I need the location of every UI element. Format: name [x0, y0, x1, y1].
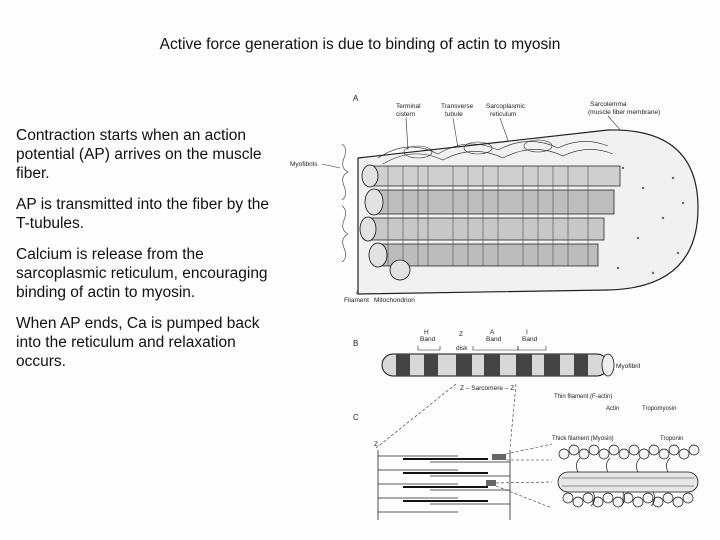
muscle-fiber-diagram: A Terminal cistern Transverse tubule Sar…	[290, 94, 700, 520]
bullet-item: Calcium is release from the sarcoplasmic…	[16, 246, 268, 301]
muscle-fiber-illustration	[357, 129, 699, 295]
bullet-item: Contraction starts when an action potent…	[16, 127, 262, 182]
bullet-item: AP is transmitted into the fiber by the …	[16, 196, 270, 232]
actin-myosin-illustration	[557, 444, 700, 508]
label-actin: Actin	[606, 406, 619, 412]
label-i-band: Band	[522, 336, 538, 343]
label-transverse: Transverse	[441, 103, 474, 110]
label-tubules: tubule	[445, 111, 463, 118]
label-a: A	[490, 329, 495, 336]
label-tropomyosin: Tropomyosin	[642, 406, 676, 412]
panel-b-letter: B	[353, 339, 358, 348]
label-sarcoplasmic: Sarcoplasmic	[486, 103, 526, 110]
label-z: Z	[459, 331, 463, 338]
label-i: I	[526, 329, 528, 336]
label-myofibril: Myofibril	[616, 363, 641, 370]
sarcomere-illustration	[377, 450, 511, 520]
label-a-band: Band	[486, 336, 502, 343]
label-sarcolemma: Sarcolemma	[590, 101, 627, 108]
label-mitochondrion: Mitochondrion	[374, 297, 415, 304]
label-thin-filament: Thin filament (F-actin)	[554, 394, 612, 400]
label-troponin: Troponin	[660, 436, 683, 442]
label-h-band: Band	[420, 336, 436, 343]
label-disk: disk	[456, 345, 468, 352]
label-filament: Filament	[344, 297, 369, 304]
label-myofibrils: Myofibrils	[290, 161, 318, 168]
label-sarcomere: Z – Sarcomere – Z	[460, 385, 514, 392]
label-h: H	[424, 329, 429, 336]
slide-title: Active force generation is due to bindin…	[159, 36, 561, 53]
label-thick-filament: Thick filament (Myosin)	[552, 436, 614, 442]
label-sarcolemma-sub: (muscle fiber membrane)	[588, 109, 660, 116]
myofibril-illustration	[381, 353, 615, 377]
label-terminal: Terminal	[396, 103, 421, 110]
label-reticulum: reticulum	[490, 111, 516, 118]
panel-a-letter: A	[353, 94, 359, 103]
bullet-item: When AP ends, Ca is pumped back into the…	[16, 315, 260, 370]
bullet-list: Contraction starts when an action potent…	[16, 126, 274, 383]
panel-c-letter: C	[353, 413, 359, 422]
label-cisterns: cistern	[396, 111, 416, 118]
label-c-z: Z	[374, 441, 378, 448]
